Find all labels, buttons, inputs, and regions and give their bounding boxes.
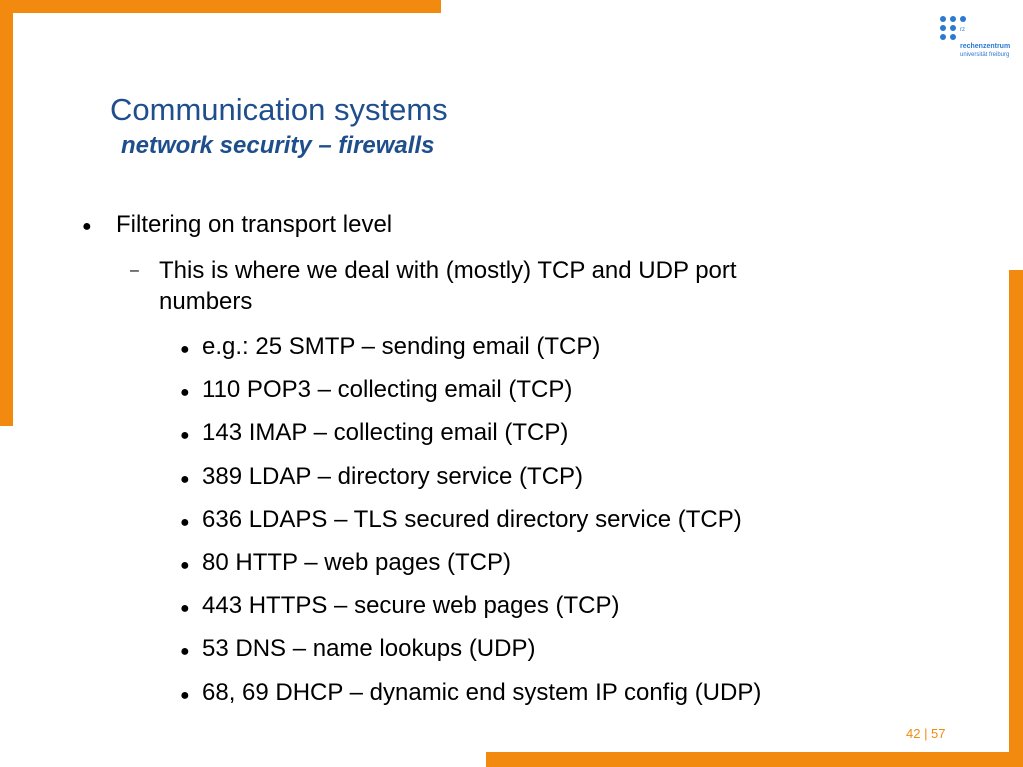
bullet-marker: ● (180, 686, 190, 704)
right-accent-bar (1009, 270, 1023, 767)
bullet-marker: ● (180, 600, 190, 618)
port-list-item: 389 LDAP – directory service (TCP) (202, 462, 584, 490)
top-accent-bar (0, 0, 441, 13)
port-list-item: e.g.: 25 SMTP – sending email (TCP) (202, 333, 601, 360)
port-list-item: 143 IMAP – collecting email (TCP) (202, 419, 569, 447)
port-list-item: 636 LDAPS – TLS secured directory servic… (202, 505, 742, 533)
bullet-marker: ● (180, 643, 190, 661)
port-list-item: 110 POP3 – collecting email (TCP) (202, 376, 573, 404)
bullet-marker: ● (82, 218, 92, 235)
bullet-level1: Filtering on transport level (116, 211, 393, 238)
slide-title: Communication systems (110, 92, 448, 127)
page-number: 42 | 57 (906, 726, 946, 741)
port-list-item: 68, 69 DHCP – dynamic end system IP conf… (202, 678, 762, 706)
bullet-level2-line1: This is where we deal with (mostly) TCP … (159, 257, 737, 284)
slide-subtitle: network security – firewalls (121, 132, 435, 159)
bullet-level2: This is where we deal with (mostly) TCP … (159, 255, 737, 317)
bullet-marker: ● (180, 384, 190, 402)
logo-dots-icon (936, 14, 966, 44)
bullet-level2-line2: numbers (159, 288, 253, 315)
left-accent-bar (0, 0, 13, 426)
bullet-marker: ● (180, 341, 190, 358)
port-list-item: 443 HTTPS – secure web pages (TCP) (202, 592, 620, 620)
bottom-accent-bar (486, 752, 1023, 767)
bullet-marker: ● (180, 470, 190, 488)
rechenzentrum-logo: rz rechenzentrum universität freiburg (936, 14, 1010, 64)
port-list-item: 53 DNS – name lookups (UDP) (202, 635, 536, 663)
port-list-item: 80 HTTP – web pages (TCP) (202, 549, 512, 576)
bullet-marker: ● (180, 557, 190, 574)
bullet-marker: ● (180, 513, 190, 531)
logo-text: rz rechenzentrum universität freiburg (960, 27, 1011, 58)
bullet-marker: ● (180, 427, 190, 445)
dash-marker: – (130, 262, 139, 279)
